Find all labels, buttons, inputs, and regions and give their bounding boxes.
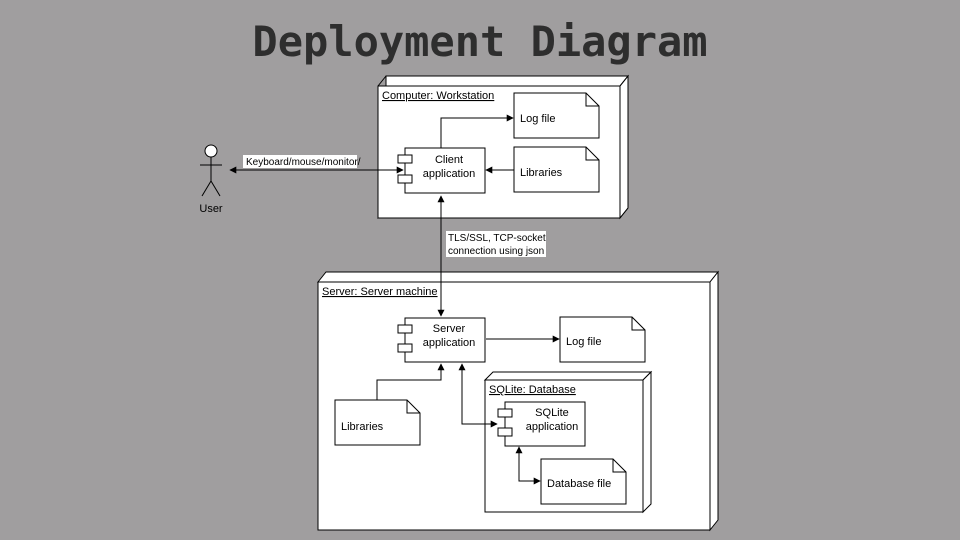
edge-server-sqlite [458, 363, 498, 428]
edge-user-client-label-bg [243, 155, 357, 168]
component-sqlite-line1: SQLite [535, 407, 569, 419]
artifact-srv-log-label: Log file [566, 336, 601, 348]
artifact-ws-libraries-label: Libraries [520, 167, 563, 179]
edge-client-server-label-bg [446, 231, 546, 257]
edge-libs-server [376, 363, 445, 400]
edge-client-log [440, 114, 514, 148]
component-server-application: Server application [397, 317, 486, 363]
actor-user-label: User [199, 203, 223, 215]
component-sqlite-line2: application [526, 421, 579, 433]
artifact-database-file-label: Database file [547, 478, 611, 490]
artifact-ws-log-label: Log file [520, 113, 555, 125]
component-client-line1: Client [435, 154, 463, 166]
node-server-label: Server: Server machine [322, 286, 438, 298]
edge-client-server-label-line2: connection using json [448, 246, 544, 257]
artifact-srv-libraries: Libraries [334, 399, 421, 446]
artifact-ws-log-file: Log file [513, 92, 600, 139]
artifact-srv-libraries-label: Libraries [341, 421, 384, 433]
edge-sqlite-dbfile [515, 446, 541, 485]
edge-client-server-label-line1: TLS/SSL, TCP-socket [448, 233, 546, 244]
component-server-line2: application [423, 337, 476, 349]
edge-user-client-label: Keyboard/mouse/monitor/ [246, 157, 361, 168]
artifact-srv-log-file: Log file [559, 316, 646, 363]
node-workstation-label: Computer: Workstation [382, 90, 494, 102]
artifact-ws-libraries: Libraries [513, 146, 600, 193]
page-title: Deployment Diagram [252, 17, 707, 66]
actor-user: User [199, 144, 223, 215]
component-sqlite-application: SQLite application [497, 401, 586, 447]
component-server-line1: Server [433, 323, 466, 335]
component-client-line2: application [423, 168, 476, 180]
artifact-database-file: Database file [540, 458, 627, 505]
component-client-application: Client application [397, 147, 486, 194]
node-database-label: SQLite: Database [489, 384, 576, 396]
